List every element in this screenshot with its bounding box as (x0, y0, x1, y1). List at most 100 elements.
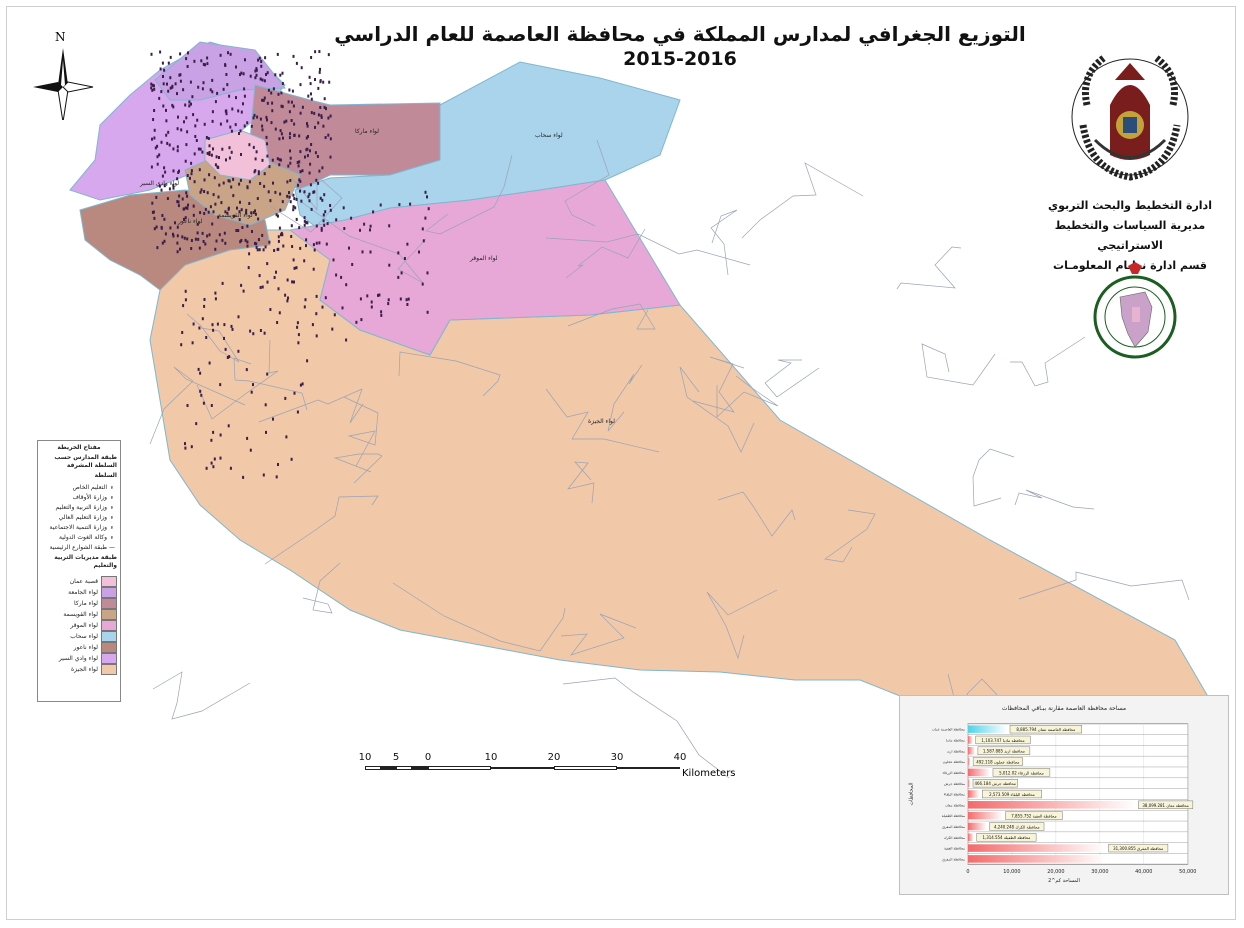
chart-bar (967, 757, 971, 766)
school-point (202, 81, 205, 85)
school-point (323, 223, 326, 227)
school-point (210, 461, 213, 465)
school-point (265, 135, 268, 139)
school-point (158, 96, 161, 100)
road-line (258, 388, 364, 424)
school-point (219, 53, 222, 57)
school-point (277, 463, 279, 466)
chart-data-label: محافظة جرش 466.184 (975, 781, 1016, 786)
school-point (192, 204, 195, 208)
school-point (271, 109, 274, 113)
school-point (168, 187, 171, 191)
map-label-naour: لواء ناعور (178, 218, 203, 225)
school-point (190, 102, 192, 106)
region-jiza[interactable] (149, 229, 1211, 736)
school-point (292, 104, 295, 108)
school-point (304, 298, 307, 302)
school-point (189, 176, 191, 180)
school-point (208, 153, 211, 156)
school-point (301, 382, 304, 386)
school-point (165, 108, 167, 112)
school-point (183, 236, 186, 240)
school-point (237, 229, 240, 232)
school-point (329, 155, 332, 159)
school-point (335, 273, 338, 277)
school-point (306, 122, 308, 126)
school-point (295, 61, 298, 65)
school-point (263, 172, 266, 176)
road-line (269, 175, 343, 233)
chart-x-tick: 40,000 (1135, 869, 1152, 875)
school-point (297, 333, 300, 337)
school-point (380, 313, 383, 317)
school-point (306, 154, 309, 158)
school-point (240, 283, 243, 287)
school-point (206, 191, 209, 195)
school-point (221, 238, 224, 242)
school-point (269, 308, 272, 311)
road-line (567, 303, 656, 330)
scale-tick: 40 (673, 752, 687, 763)
school-point (212, 465, 215, 469)
school-point (260, 60, 263, 63)
school-point (370, 305, 373, 309)
school-point (265, 430, 267, 434)
school-point (266, 118, 268, 122)
school-point (242, 475, 245, 479)
school-point (223, 323, 226, 327)
school-point (185, 206, 187, 210)
school-point (274, 73, 277, 77)
school-point (321, 305, 324, 309)
school-point (387, 298, 390, 302)
school-point (271, 158, 274, 162)
school-point (255, 73, 258, 77)
school-point (153, 216, 156, 220)
legend-authority-label: وزارة التنمية الاجتماعية (49, 523, 107, 531)
school-point (407, 297, 410, 301)
school-point (305, 221, 308, 224)
road-line (562, 677, 730, 779)
region-mwaqqar[interactable] (288, 179, 681, 356)
school-point (230, 185, 233, 189)
school-point (160, 90, 163, 94)
school-point (266, 262, 269, 266)
school-point (301, 105, 304, 109)
school-point (186, 404, 189, 407)
school-point (307, 195, 310, 199)
school-point (315, 312, 318, 316)
chart-data-label-box (975, 735, 1031, 745)
legend-directorate-item: لواء ماركا (41, 598, 117, 609)
school-point (276, 52, 279, 56)
school-point (350, 216, 353, 220)
school-point (329, 208, 332, 212)
school-point (172, 147, 175, 151)
school-point (297, 164, 300, 168)
chart-data-label-box (982, 789, 1042, 799)
school-point (167, 61, 170, 65)
region-amman[interactable] (204, 129, 271, 181)
legend-authority-header: السلطة (94, 472, 117, 479)
school-point (185, 116, 188, 120)
school-point (293, 134, 296, 137)
school-point (274, 127, 277, 131)
school-point (226, 356, 229, 359)
school-point (252, 332, 255, 336)
school-point (203, 212, 206, 215)
school-point (217, 215, 220, 219)
school-point (214, 163, 217, 167)
map-title-year: 2016-2015 (623, 48, 737, 70)
school-point (272, 417, 274, 421)
school-point (322, 124, 325, 128)
school-point (254, 212, 257, 216)
school-point (287, 296, 289, 300)
school-point (246, 224, 249, 228)
school-point (224, 210, 227, 214)
road-line (607, 364, 643, 432)
school-point (239, 178, 242, 182)
school-point (252, 211, 255, 214)
school-point (211, 78, 214, 82)
school-point (172, 186, 175, 190)
